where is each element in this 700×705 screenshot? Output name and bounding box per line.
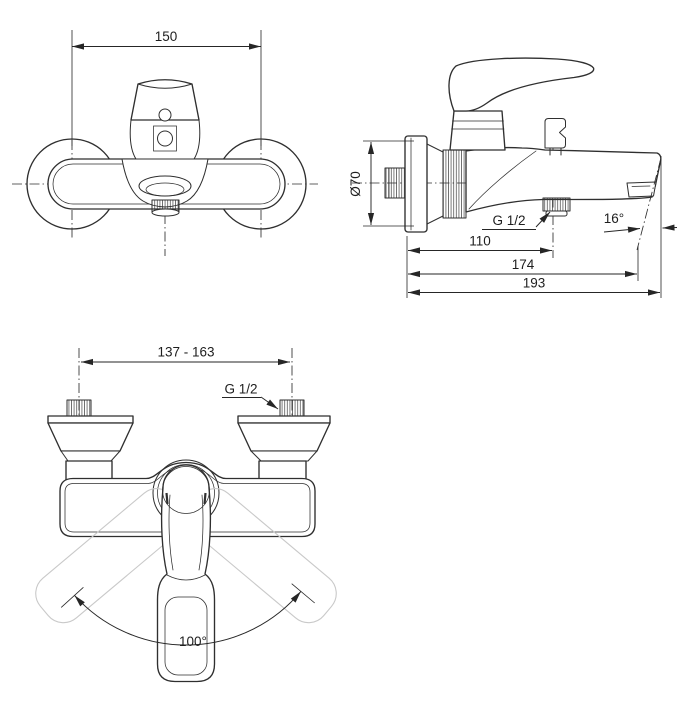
left-union-fitting <box>47 399 134 481</box>
top-thread-callout: G 1/2 <box>222 382 279 410</box>
front-width-label: 150 <box>155 29 178 44</box>
inlet-nipple <box>384 167 406 199</box>
spout-reach-label: 174 <box>512 257 535 272</box>
side-outlet-thread <box>542 197 571 217</box>
side-thread-label: G 1/2 <box>492 213 525 228</box>
outlet-offset-label: 110 <box>469 234 491 249</box>
handle-screw <box>158 108 172 122</box>
aerator-outer <box>138 175 192 197</box>
total-depth-label: 193 <box>523 276 546 291</box>
swing-angle-label: 100° <box>179 634 207 649</box>
diameter-dimension: Ø70 <box>348 140 414 227</box>
centers-range-label: 137 - 163 <box>157 345 214 360</box>
spout-tip-aerator <box>626 181 657 198</box>
top-view: 137 - 163 G 1/2 <box>35 345 337 683</box>
centers-dimension: 137 - 163 <box>81 345 290 366</box>
front-view: 150 <box>12 29 318 256</box>
body-sculpt-line <box>468 150 537 210</box>
escutcheon-side <box>404 135 467 233</box>
front-outlet-thread <box>151 199 180 217</box>
top-thread-label: G 1/2 <box>224 382 257 397</box>
side-view: Ø70 G 1/2 16° 110 174 193 <box>348 57 678 298</box>
lever-handle-side <box>448 57 595 151</box>
swing-angle-dimension: 100° <box>60 583 315 649</box>
top-body-inner-line <box>64 466 311 533</box>
side-thread-callout: G 1/2 <box>482 211 551 230</box>
lever-handle-top <box>156 464 216 683</box>
depth-dimensions: 110 174 193 <box>406 234 660 298</box>
spout-angle-dimension: 16° <box>604 156 678 298</box>
diverter-knob-side <box>544 118 566 156</box>
right-union-fitting <box>237 399 331 481</box>
aerator-inner <box>145 182 185 197</box>
handle-dome-cap-line <box>137 83 193 89</box>
front-width-dimension: 150 <box>71 29 262 146</box>
handle-dome <box>130 79 200 121</box>
diameter-label: Ø70 <box>348 171 363 197</box>
diverter-button <box>157 130 173 147</box>
spout-angle-label: 16° <box>604 211 624 226</box>
